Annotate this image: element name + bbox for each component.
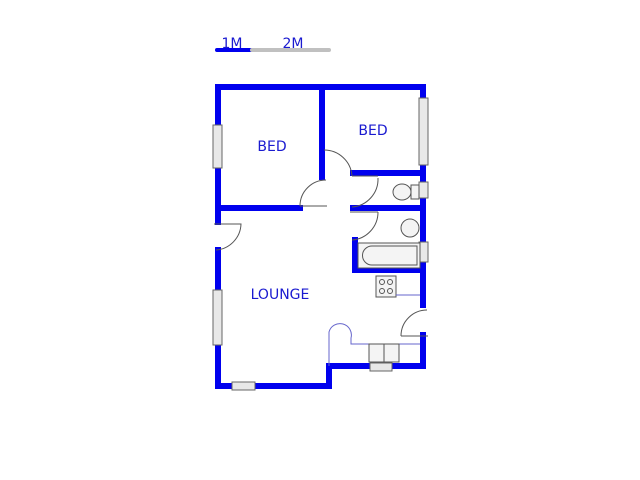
toilet — [392, 183, 412, 201]
door-bath — [350, 211, 379, 241]
walls — [215, 84, 426, 389]
stove-burner — [379, 279, 385, 285]
bathtub-inner — [362, 245, 418, 266]
windows — [212, 97, 429, 391]
stove-burner — [387, 288, 393, 294]
basin — [400, 218, 420, 238]
fixtures — [328, 183, 421, 366]
door-toilet — [351, 175, 379, 208]
window — [418, 97, 429, 166]
room-label-bed-2: BED — [358, 123, 387, 139]
room-label-lounge: LOUNGE — [251, 287, 310, 303]
window — [369, 362, 393, 372]
scale-label-2m: 2M — [283, 36, 304, 52]
room-label-bed-1: BED — [257, 139, 286, 155]
room-labels: BED BED LOUNGE — [251, 123, 388, 303]
stove-burner — [379, 288, 385, 294]
doors — [214, 149, 428, 337]
window — [418, 181, 429, 199]
door-kitchen — [400, 309, 428, 337]
stove — [375, 275, 397, 298]
window — [231, 381, 256, 391]
door-bed-1 — [299, 179, 327, 207]
door-bed-2 — [323, 149, 353, 177]
scale-label-1m: 1M — [222, 36, 243, 52]
door-entrance — [214, 223, 242, 251]
scale-bar: 1M 2M — [215, 36, 331, 52]
toilet-cistern — [410, 184, 420, 200]
window — [212, 289, 223, 346]
window — [212, 124, 223, 169]
stove-burner — [387, 279, 393, 285]
counter-outline — [328, 323, 420, 366]
